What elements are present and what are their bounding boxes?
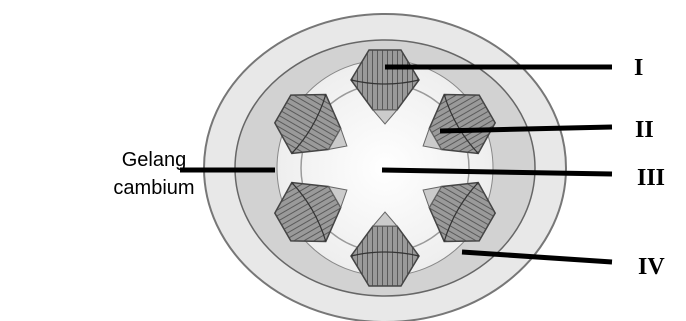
- label-gelang-cambium: Gelang cambium: [108, 146, 200, 202]
- label-II: II: [635, 118, 654, 142]
- label-I: I: [634, 56, 643, 80]
- label-III: III: [637, 166, 665, 190]
- label-IV: IV: [638, 255, 665, 279]
